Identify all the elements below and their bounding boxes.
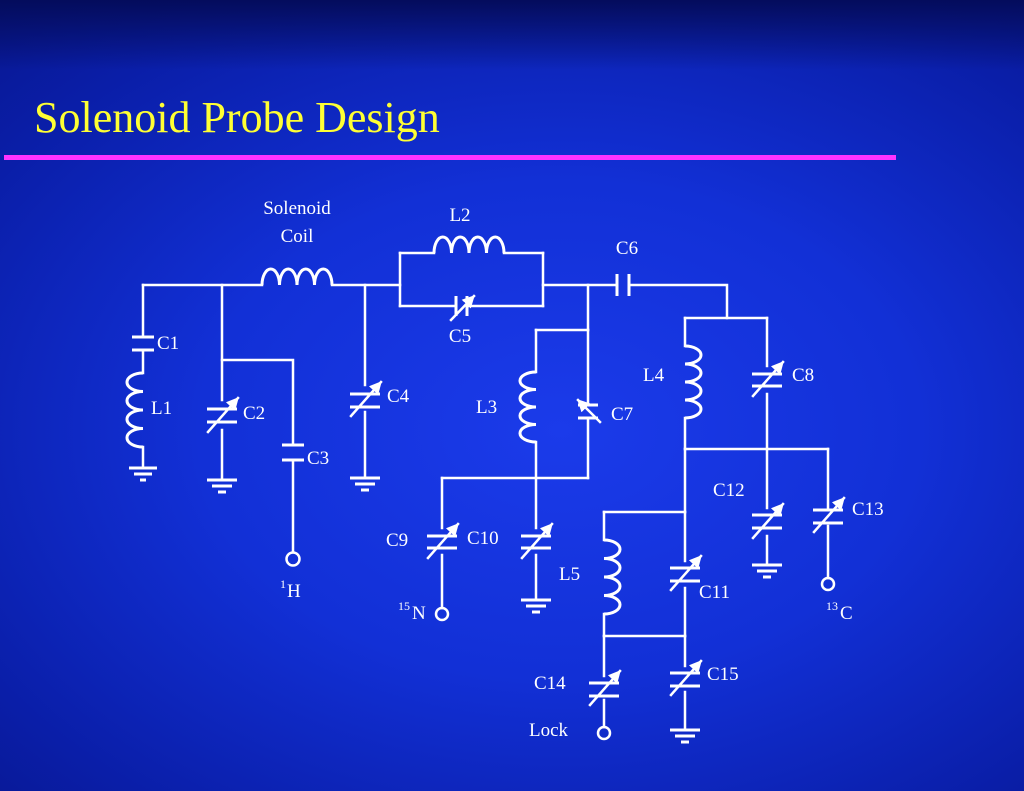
port-n-terminal bbox=[434, 606, 450, 622]
label-solenoid-line1: Solenoid bbox=[263, 198, 331, 219]
variable-capacitor-c12 bbox=[751, 502, 785, 540]
title-underline bbox=[4, 155, 896, 160]
label-c2: C2 bbox=[243, 403, 265, 424]
ground-c10 bbox=[521, 598, 551, 614]
label-l5: L5 bbox=[559, 564, 580, 585]
port-h-mass-number: 1 bbox=[280, 577, 286, 591]
capacitor-c6 bbox=[615, 274, 631, 296]
capacitor-c3 bbox=[282, 443, 304, 462]
variable-capacitor-c10 bbox=[520, 522, 554, 560]
variable-capacitor-c11 bbox=[669, 554, 703, 592]
capacitor-c1 bbox=[132, 335, 154, 352]
port-c-mass-number: 13 bbox=[826, 599, 838, 613]
ground-c2 bbox=[207, 478, 237, 494]
label-c9: C9 bbox=[386, 530, 408, 551]
port-n-mass-number: 15 bbox=[398, 599, 410, 613]
port-c-label: C bbox=[840, 603, 853, 624]
label-c8: C8 bbox=[792, 365, 814, 386]
port-lock-terminal bbox=[596, 725, 612, 741]
inductor-l2 bbox=[432, 235, 506, 254]
slide-title: Solenoid Probe Design bbox=[34, 93, 440, 142]
wires bbox=[141, 251, 830, 732]
label-c1: C1 bbox=[157, 333, 179, 354]
label-c10: C10 bbox=[467, 528, 499, 549]
label-l1: L1 bbox=[151, 398, 172, 419]
variable-capacitor-c7 bbox=[576, 398, 602, 424]
label-c14: C14 bbox=[534, 673, 566, 694]
port-c-terminal bbox=[820, 576, 836, 592]
port-h-label: H bbox=[287, 581, 301, 602]
solenoid-coil bbox=[260, 267, 334, 286]
label-l2: L2 bbox=[449, 205, 470, 226]
variable-capacitor-c13 bbox=[812, 496, 846, 534]
label-c7: C7 bbox=[611, 404, 633, 425]
label-c6: C6 bbox=[616, 238, 638, 259]
label-c15: C15 bbox=[707, 664, 739, 685]
ground-c15 bbox=[670, 728, 700, 744]
ground-l1 bbox=[129, 466, 157, 482]
label-c5: C5 bbox=[449, 326, 471, 347]
port-n-label: N bbox=[412, 603, 426, 624]
label-c12: C12 bbox=[713, 480, 745, 501]
ground-c12 bbox=[752, 563, 782, 579]
inductor-l4 bbox=[684, 344, 703, 420]
label-c11: C11 bbox=[699, 582, 730, 603]
variable-capacitor-c9 bbox=[426, 522, 460, 560]
inductor-l1 bbox=[125, 371, 144, 449]
inductor-l3 bbox=[518, 370, 537, 444]
ground-c4 bbox=[350, 476, 380, 492]
variable-capacitor-c14 bbox=[588, 669, 622, 707]
label-lock: Lock bbox=[529, 720, 569, 741]
variable-capacitor-c4 bbox=[349, 380, 383, 418]
variable-capacitor-c15 bbox=[669, 659, 703, 697]
inductor-l5 bbox=[603, 538, 622, 616]
port-h-terminal bbox=[285, 551, 301, 567]
label-c3: C3 bbox=[307, 448, 329, 469]
label-l4: L4 bbox=[643, 365, 665, 386]
variable-capacitor-c5 bbox=[449, 294, 476, 322]
label-l3: L3 bbox=[476, 397, 497, 418]
label-c13: C13 bbox=[852, 499, 884, 520]
label-solenoid-line2: Coil bbox=[281, 226, 314, 247]
label-c4: C4 bbox=[387, 386, 410, 407]
variable-capacitor-c2 bbox=[206, 396, 240, 434]
variable-capacitor-c8 bbox=[751, 360, 785, 398]
